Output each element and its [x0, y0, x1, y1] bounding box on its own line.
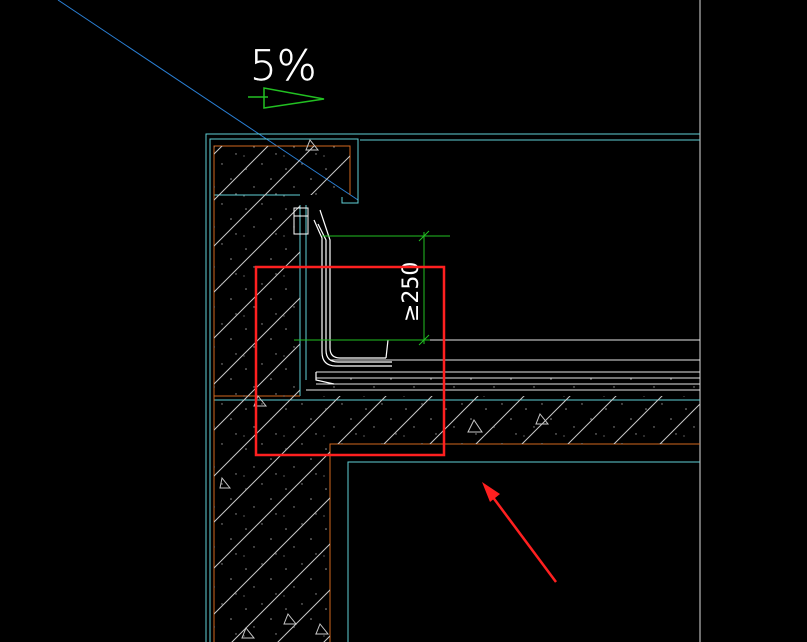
- membrane-upturn: [313, 209, 392, 385]
- highlight-box: [254, 265, 446, 457]
- dimension-label: ≥250: [399, 262, 424, 322]
- slope-label: 5%: [250, 41, 317, 90]
- callout-arrow-icon: [482, 482, 558, 583]
- slope-arrow-icon: [248, 87, 325, 109]
- dimension-lines: [294, 230, 450, 346]
- membrane-clamp: [293, 207, 309, 235]
- screed-layer: [316, 372, 700, 390]
- concrete-hatch: [214, 146, 700, 642]
- concrete-markers: [219, 139, 550, 639]
